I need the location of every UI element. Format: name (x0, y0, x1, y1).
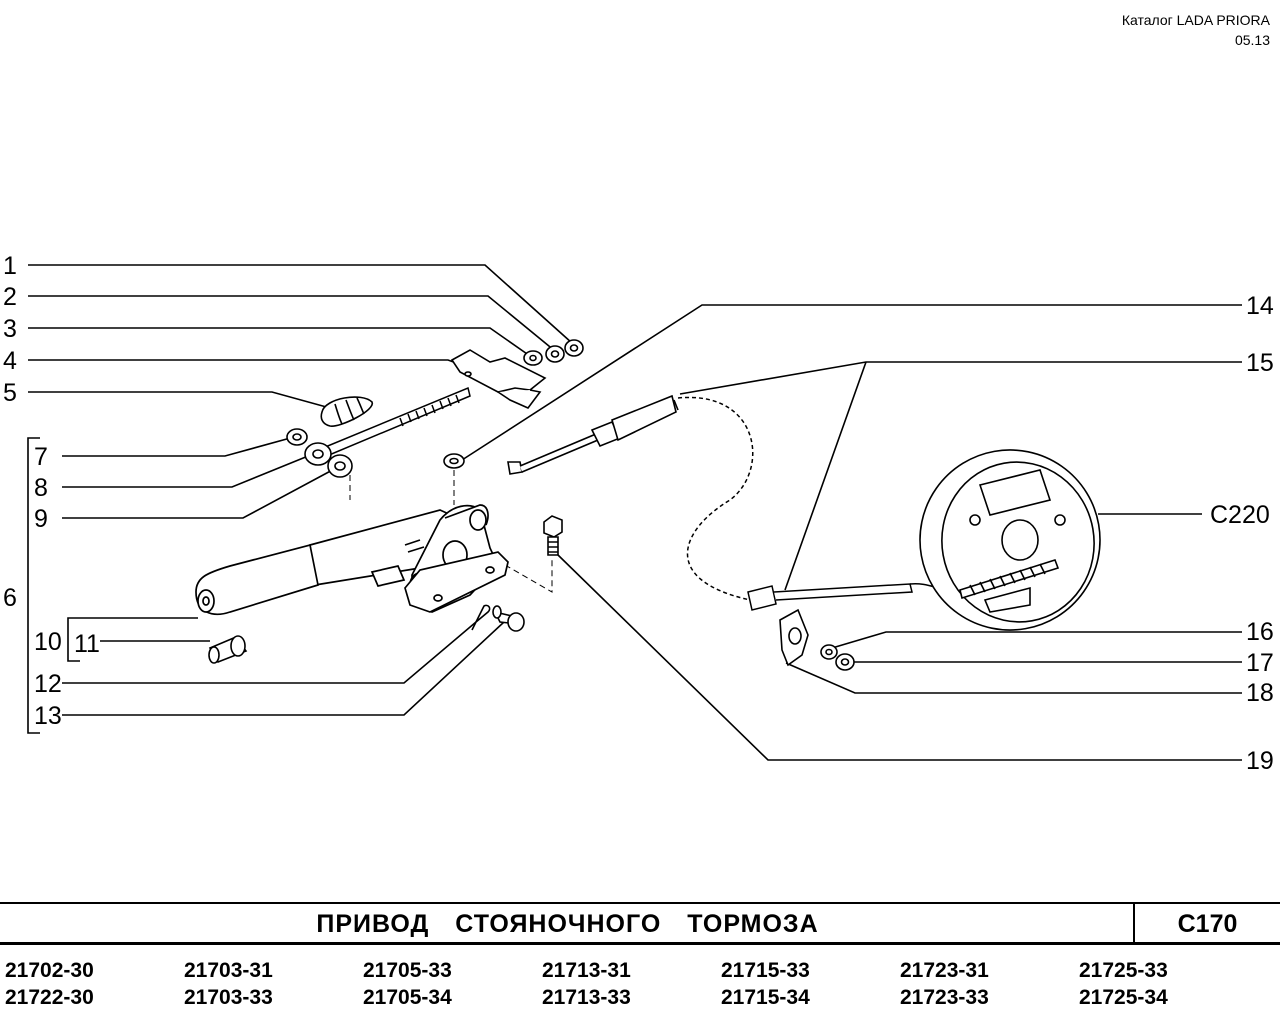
washer-7 (286, 428, 308, 446)
callout-8: 8 (34, 474, 48, 502)
callout-19: 19 (1246, 747, 1274, 775)
model-code: 21715-34 (721, 986, 810, 1009)
brake-assembly-C220 (919, 449, 1101, 631)
leader-12 (62, 621, 477, 684)
title-divider (1133, 904, 1135, 942)
callout-9: 9 (34, 505, 48, 533)
callout-3: 3 (3, 315, 17, 343)
washer-16 (820, 644, 838, 660)
callout-2: 2 (3, 283, 17, 311)
nut-1 (564, 339, 584, 357)
pin-13 (492, 605, 525, 632)
bracket-plate-4 (450, 349, 547, 409)
page-code: C170 (1177, 910, 1238, 938)
bracket-10 (67, 617, 198, 662)
washer-3 (523, 350, 543, 366)
model-code: 21725-34 (1079, 986, 1168, 1009)
model-code: 21715-33 (721, 959, 810, 982)
model-code: 21722-30 (5, 986, 94, 1009)
nut-17 (835, 653, 855, 671)
leader-19 (557, 554, 1242, 761)
page-title: ПРИВОД СТОЯНОЧНОГО ТОРМОЗА (316, 910, 819, 938)
leader-15 (679, 361, 1242, 395)
catalog-header: Каталог LADA PRIORA (1121, 12, 1270, 28)
callout-14: 14 (1246, 292, 1274, 320)
leader-3 (28, 327, 531, 357)
bolt-19 (543, 515, 563, 556)
leader-2 (28, 295, 556, 352)
model-code: 21705-33 (363, 959, 452, 982)
cotter-pin-12 (471, 604, 491, 631)
callout-ref-C220: C220 (1210, 501, 1270, 529)
callout-16: 16 (1246, 618, 1274, 646)
leader-9 (62, 466, 339, 519)
catalog-date: 05.13 (1234, 32, 1270, 48)
leader-14 (461, 304, 1242, 461)
front-cable (507, 394, 679, 475)
leader-15b (784, 361, 867, 591)
model-code: 21723-33 (900, 986, 989, 1009)
callout-1: 1 (3, 252, 17, 280)
model-code: 21703-33 (184, 986, 273, 1009)
callout-6: 6 (3, 584, 17, 612)
washer-14 (443, 453, 465, 469)
model-code: 21703-31 (184, 959, 273, 982)
callout-5: 5 (3, 379, 17, 407)
leader-8 (62, 451, 319, 488)
leader-16 (831, 631, 1242, 649)
leader-5 (28, 391, 331, 409)
callout-4: 4 (3, 347, 17, 375)
spacer-8 (304, 442, 332, 466)
callout-10: 10 (34, 628, 62, 656)
model-code: 21702-30 (5, 959, 94, 982)
leader-1 (28, 264, 573, 344)
leader-13 (62, 621, 505, 716)
leader-4 (28, 359, 471, 369)
callout-17: 17 (1246, 649, 1274, 677)
callout-11: 11 (74, 630, 100, 658)
model-code: 21723-31 (900, 959, 989, 982)
parking-brake-diagram: 1 2 3 4 5 6 7 8 9 10 11 12 13 14 15 C220… (3, 252, 1274, 775)
model-code: 21705-34 (363, 986, 452, 1009)
callout-12: 12 (34, 670, 62, 698)
leader-7 (62, 436, 295, 457)
callout-15: 15 (1246, 349, 1274, 377)
title-bar: ПРИВОД СТОЯНОЧНОГО ТОРМОЗА C170 (0, 902, 1280, 945)
rear-cable (677, 396, 961, 611)
end-cap-11 (208, 635, 248, 664)
cable-bracket-18 (779, 608, 809, 667)
bracket-6 (27, 437, 40, 734)
rubber-boot-5 (320, 396, 373, 427)
model-code: 21713-31 (542, 959, 631, 982)
model-code: 21713-33 (542, 986, 631, 1009)
spacer-9 (327, 454, 353, 478)
nut-2 (545, 345, 565, 363)
callout-13: 13 (34, 702, 62, 730)
callout-18: 18 (1246, 679, 1274, 707)
leader-18 (785, 662, 1242, 694)
model-code: 21725-33 (1079, 959, 1168, 982)
handbrake-lever (195, 504, 509, 616)
callout-7: 7 (34, 443, 48, 471)
